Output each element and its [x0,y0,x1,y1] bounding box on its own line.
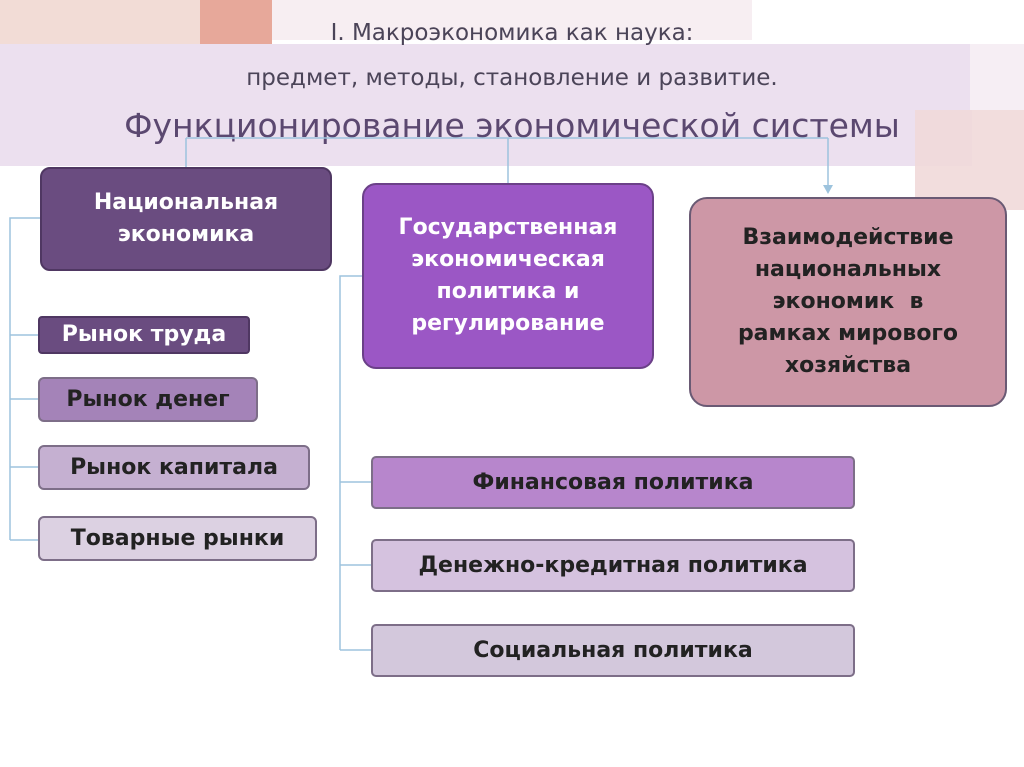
box-line: хозяйства [784,352,912,378]
market-capital-box: Рынок капитала [38,445,310,490]
box-line: Государственная [398,215,618,241]
box-line: политика и [436,279,580,304]
policy-financial-box: Финансовая политика [371,456,855,509]
arrow-head-icon [823,185,833,194]
connector-market-spine [9,217,40,540]
interaction-box: Взаимодействие национальных экономик в р… [689,197,1007,407]
box-line: Национальная [93,190,279,216]
box-line: рамках мирового [737,320,959,346]
title-band [0,44,972,166]
connector-policy-spine [339,275,362,650]
box-line: регулирование [411,310,605,336]
decor-block [970,44,1024,110]
policy-social-box: Социальная политика [371,624,855,677]
national-economy-box: Национальная экономика [40,167,332,271]
decor-block [272,0,752,40]
slide-section-title: I. Макроэкономика как наука: [330,20,694,46]
market-money-box: Рынок денег [38,377,258,422]
box-line: национальных [754,257,942,283]
box-line: экономика [117,222,255,247]
state-policy-box: Государственная экономическая политика и… [362,183,654,369]
box-line: Взаимодействие [742,225,954,251]
box-line: экономик в [772,289,924,315]
market-goods-box: Товарные рынки [38,516,317,561]
decor-block [915,110,1024,210]
slide-subtitle: предмет, методы, становление и развитие. [246,65,778,91]
market-labor-box: Рынок труда [38,316,250,354]
box-line: экономическая [411,247,605,273]
policy-monetary-box: Денежно-кредитная политика [371,539,855,592]
